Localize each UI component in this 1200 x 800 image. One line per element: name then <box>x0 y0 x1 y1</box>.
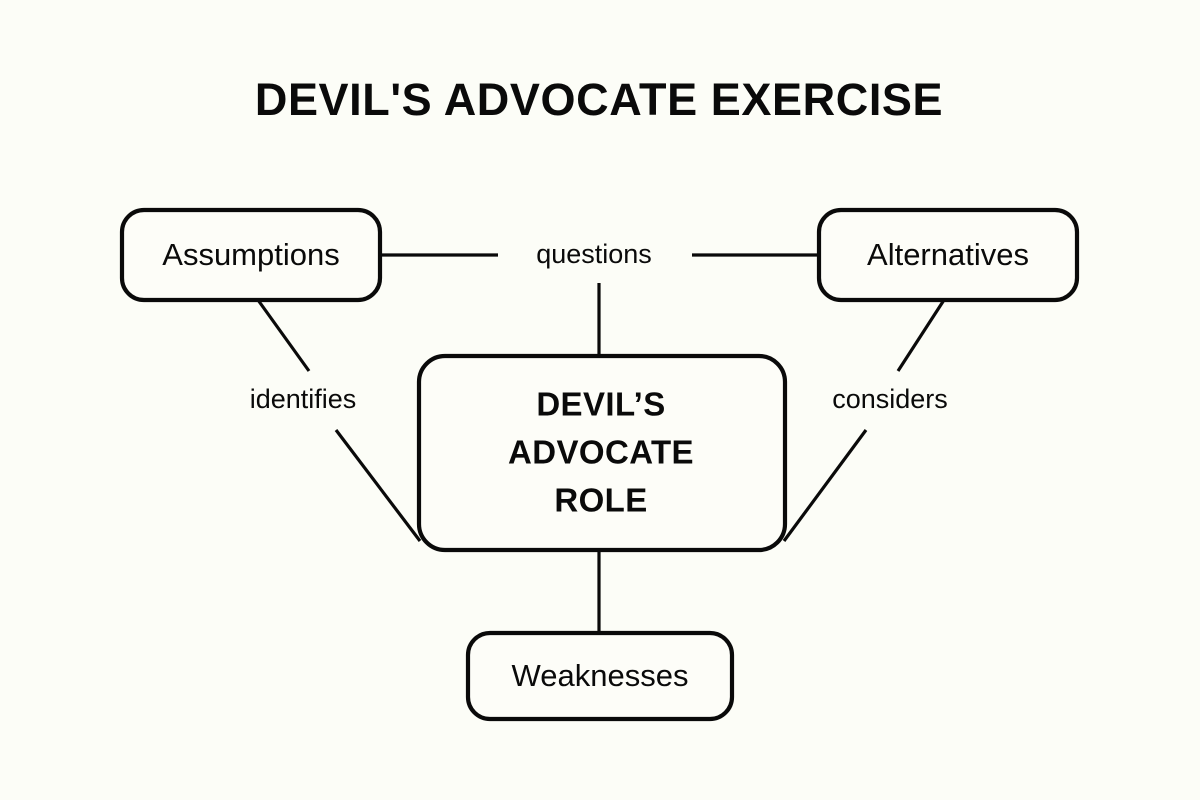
node-weaknesses-shape[interactable] <box>465 630 735 722</box>
node-devils-advocate-role-shape[interactable] <box>416 353 788 553</box>
edge-identifies-line-lower <box>334 429 422 542</box>
node-assumptions-shape[interactable] <box>119 207 383 303</box>
node-weaknesses-label: Weaknesses <box>512 658 689 693</box>
node-devils-advocate-role[interactable]: DEVIL’S ADVOCATE ROLE <box>416 353 788 553</box>
node-assumptions[interactable]: Assumptions <box>119 207 383 303</box>
edge-label-group: questions identifies considers <box>250 239 948 414</box>
node-devils-advocate-role-line-3: ROLE <box>554 482 647 519</box>
node-alternatives-label: Alternatives <box>867 237 1029 272</box>
edge-group <box>256 253 946 633</box>
edge-label-considers: considers <box>832 384 948 414</box>
node-alternatives[interactable]: Alternatives <box>816 207 1080 303</box>
node-alternatives-shape[interactable] <box>816 207 1080 303</box>
node-assumptions-label: Assumptions <box>162 237 339 272</box>
page-title: DEVIL'S ADVOCATE EXERCISE <box>255 74 943 125</box>
node-devils-advocate-role-line-2: ADVOCATE <box>508 434 694 471</box>
node-devils-advocate-role-line-1: DEVIL’S <box>536 386 665 423</box>
node-weaknesses[interactable]: Weaknesses <box>465 630 735 722</box>
edge-considers-line-lower <box>782 429 868 542</box>
edge-label-identifies: identifies <box>250 384 357 414</box>
edge-considers-line-upper <box>896 299 946 372</box>
edge-label-questions: questions <box>536 239 652 269</box>
edge-identifies-line-upper <box>256 299 311 372</box>
